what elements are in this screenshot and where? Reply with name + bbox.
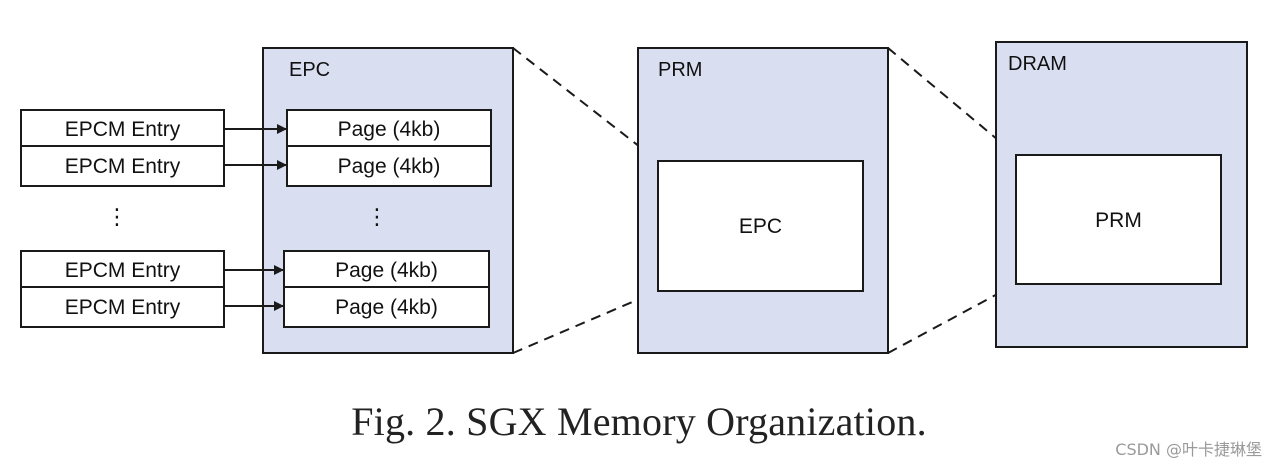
svg-text:EPCM Entry: EPCM Entry	[65, 155, 181, 178]
page-box-3: Page (4kb)	[283, 250, 490, 288]
zoom-line-epc-bottom	[512, 290, 659, 354]
svg-text:Page (4kb): Page (4kb)	[335, 296, 438, 319]
zoom-line-prm-top	[887, 47, 1017, 156]
epcm-entry-3: EPCM Entry	[20, 250, 225, 288]
epcm-entry-2: EPCM Entry	[20, 145, 225, 187]
epc-container-label: EPC	[289, 59, 330, 81]
prm-inner-epc-box: EPC	[657, 160, 864, 292]
epcm-entry-1: EPCM Entry	[20, 109, 225, 147]
svg-text:EPCM Entry: EPCM Entry	[65, 296, 181, 319]
svg-text:Page (4kb): Page (4kb)	[338, 118, 441, 141]
svg-text:EPCM Entry: EPCM Entry	[65, 118, 181, 141]
watermark: CSDN @叶卡捷琳堡	[1115, 440, 1262, 459]
figure-caption: Fig. 2. SGX Memory Organization.	[351, 399, 927, 444]
page-ellipsis: ⋮	[366, 204, 388, 229]
prm-container-label: PRM	[658, 59, 702, 81]
epcm-ellipsis: ⋮	[106, 204, 128, 229]
svg-text:Page (4kb): Page (4kb)	[338, 155, 441, 178]
page-box-4: Page (4kb)	[283, 286, 490, 328]
svg-text:EPCM Entry: EPCM Entry	[65, 259, 181, 282]
zoom-line-prm-bottom	[887, 283, 1017, 354]
svg-text:Page (4kb): Page (4kb)	[335, 259, 438, 282]
epcm-entry-4: EPCM Entry	[20, 286, 225, 328]
svg-text:PRM: PRM	[1095, 209, 1142, 232]
page-box-2: Page (4kb)	[286, 145, 492, 187]
svg-text:EPC: EPC	[739, 215, 782, 238]
page-box-1: Page (4kb)	[286, 109, 492, 147]
zoom-line-epc-top	[512, 47, 659, 162]
dram-inner-prm-box: PRM	[1015, 154, 1222, 285]
dram-container-label: DRAM	[1008, 53, 1067, 75]
